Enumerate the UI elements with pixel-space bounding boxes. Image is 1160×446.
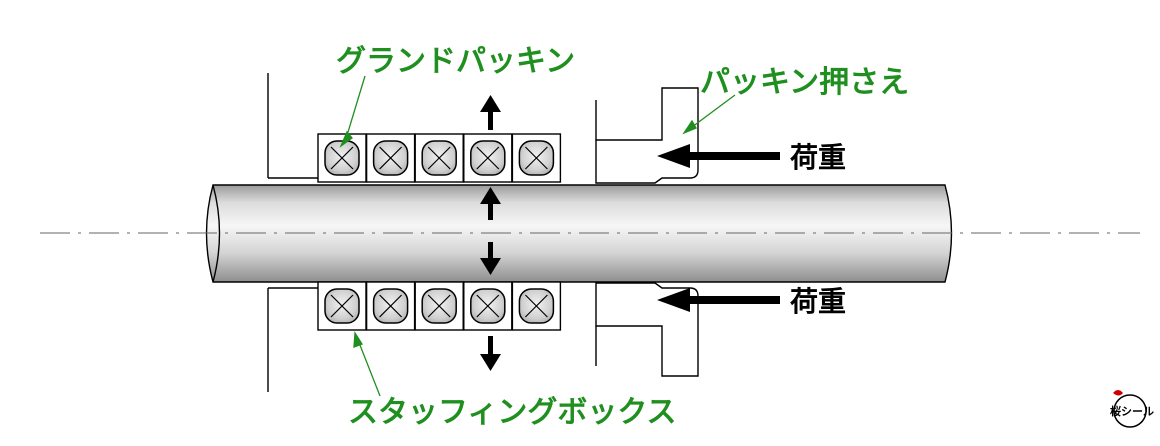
packing-ring-lower-1 [317, 281, 367, 331]
load-label-upper: 荷重 [790, 141, 846, 174]
load-label-lower: 荷重 [790, 285, 846, 318]
arrow-up-top [480, 95, 501, 130]
packing-rings-upper [317, 133, 562, 183]
gland-packing-label: グランドパッキン [336, 44, 575, 79]
packing-rings-lower [317, 281, 562, 331]
arrow-down-shaft-lower [480, 242, 501, 275]
packing-ring-upper-3 [414, 133, 464, 183]
logo-accent-icon [1113, 390, 1123, 396]
packing-ring-lower-3 [414, 281, 464, 331]
packing-retainer-label: パッキン押さえ [700, 65, 909, 100]
packing-retainer-lower [595, 282, 699, 377]
packing-ring-upper-1 [317, 133, 367, 183]
stuffing-box-housing [267, 73, 597, 392]
sakura-seal-logo: 桜シール [1110, 390, 1154, 428]
leader-lines [339, 75, 736, 397]
logo-text: 桜シール [1110, 404, 1154, 418]
packing-ring-upper-2 [365, 133, 416, 183]
load-arrow-lower [657, 288, 780, 312]
packing-ring-lower-2 [365, 281, 416, 331]
packing-ring-upper-5 [511, 133, 562, 183]
arrow-down-bottom [480, 336, 501, 371]
arrow-up-shaft-upper [480, 187, 501, 220]
radial-expansion-arrows [480, 95, 501, 371]
stuffing-box-label: スタッフィングボックス [348, 395, 677, 430]
packing-ring-lower-4 [463, 281, 513, 331]
packing-ring-lower-5 [511, 281, 562, 331]
packing-retainer-upper [595, 87, 699, 184]
load-arrow-upper [657, 144, 780, 168]
packing-ring-upper-4 [463, 133, 513, 183]
